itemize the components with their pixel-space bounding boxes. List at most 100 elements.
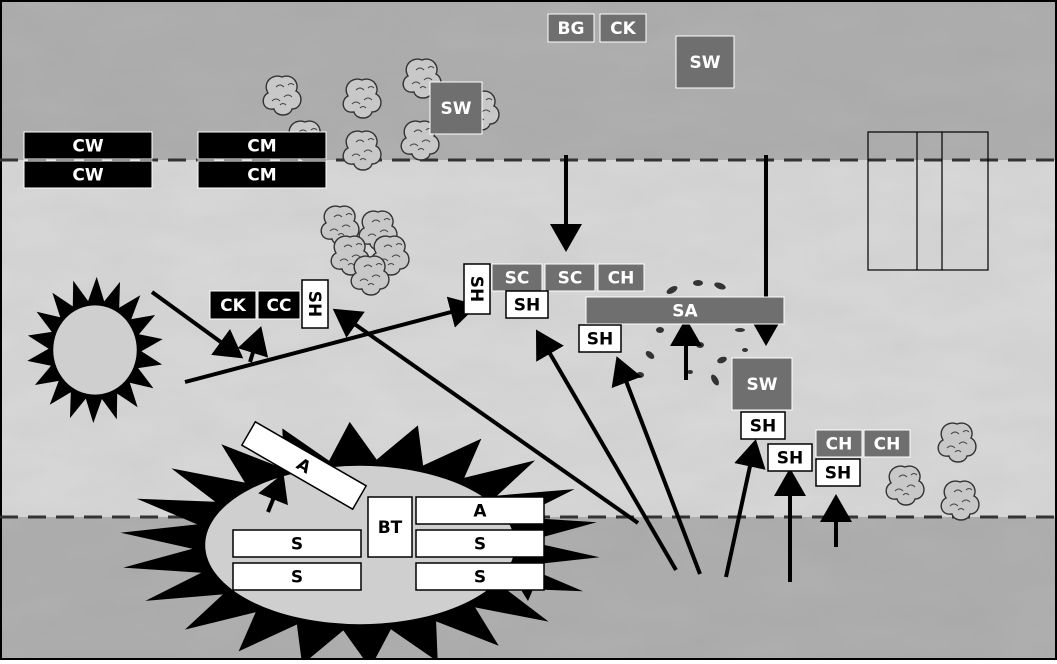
unit-label: CH [608,269,635,289]
unit-label: SW [690,53,721,73]
unit-cw-2: CW [23,160,153,189]
unit-box [731,357,793,411]
unit-sw-top-right: SW [675,35,735,89]
building-outline [867,131,989,271]
unit-label: SH [514,296,540,316]
unit-a-right: A [415,496,545,525]
unit-label: CK [220,296,246,316]
unit-label: SH [304,291,324,317]
unit-box [597,263,645,292]
unit-sh-right-2: SH [767,443,813,472]
unit-label: CM [247,166,276,186]
unit-cm-2: CM [197,160,327,189]
unit-box [415,496,545,525]
unit-bg: BG [547,13,595,43]
arrow-up-ck [237,326,269,363]
unit-label: SW [441,99,472,119]
unit-box [815,429,863,458]
unit-box [240,420,368,511]
unit-box [415,529,545,558]
unit-sw-right: SW [731,357,793,411]
unit-box [547,13,595,43]
unit-box [23,160,153,189]
unit-cw-1: CW [23,131,153,160]
unit-box [209,290,257,320]
unit-label: CW [72,166,103,186]
unit-ch-right-2: CH [863,429,911,458]
unit-box [301,279,329,329]
unit-label: S [291,535,303,555]
unit-box [197,131,327,160]
unit-label: S [291,568,303,588]
unit-label: CH [874,435,901,455]
unit-box [767,443,813,472]
unit-label: SC [558,269,583,289]
arrow-to-sh-left [332,308,640,525]
unit-box [585,296,785,325]
unit-sh-right-3: SH [815,458,861,487]
movement-arrows [150,155,852,587]
unit-box [815,458,861,487]
unit-s-right-1: S [415,529,545,558]
unit-box [544,263,596,292]
unit-label: SH [466,276,486,302]
unit-label: S [474,535,486,555]
unit-s-left-2: S [232,562,362,591]
arrow-up-a [258,473,288,513]
unit-box [429,81,483,135]
unit-label: SA [672,302,698,322]
unit-sh-vertical-left: SH [301,279,329,329]
unit-ck-mid: CK [209,290,257,320]
arrow-to-sh-low [611,356,702,575]
unit-s-right-2: S [415,562,545,591]
arrow-to-junction [150,290,244,359]
unit-ch-mid: CH [597,263,645,292]
arrow-to-sh-center [184,296,478,384]
unit-box [257,290,301,320]
unit-label: SW [747,375,778,395]
unit-sc-2: SC [544,263,596,292]
unit-label: SH [587,330,613,350]
unit-label: BT [378,518,403,538]
unit-s-left-1: S [232,529,362,558]
unit-label: CC [267,296,292,316]
unit-ck-top: CK [599,13,647,43]
unit-label: A [473,502,487,522]
unit-label: CK [610,19,636,39]
unit-sa: SA [585,296,785,325]
unit-sw-top-left: SW [429,81,483,135]
arrow-to-sh-right [724,439,766,578]
unit-label: CW [72,137,103,157]
unit-sh-right-1: SH [740,411,786,440]
unit-box [367,496,413,558]
unit-ch-right-1: CH [815,429,863,458]
unit-box [505,290,549,319]
unit-label: SC [505,269,530,289]
unit-box [863,429,911,458]
unit-label: CM [247,137,276,157]
unit-label: SH [777,449,803,469]
unit-bt: BT [367,496,413,558]
unit-sh-center: SH [505,290,549,319]
unit-box [740,411,786,440]
debris-area [636,280,748,386]
unit-box [599,13,647,43]
unit-label: SH [825,464,851,484]
arrow-to-sh-center-2 [535,329,678,572]
unit-a-rotated: A [240,420,368,511]
spiky-obstacle-left [27,276,163,424]
unit-box [232,529,362,558]
unit-box [415,562,545,591]
unit-cm-1: CM [197,131,327,160]
unit-box [463,263,491,315]
unit-sh-center-low: SH [578,324,622,353]
unit-label: SH [750,417,776,437]
unit-sh-vertical-center: SH [463,263,491,315]
unit-label: BG [558,19,585,39]
unit-box [578,324,622,353]
unit-box [197,160,327,189]
unit-label: S [474,568,486,588]
